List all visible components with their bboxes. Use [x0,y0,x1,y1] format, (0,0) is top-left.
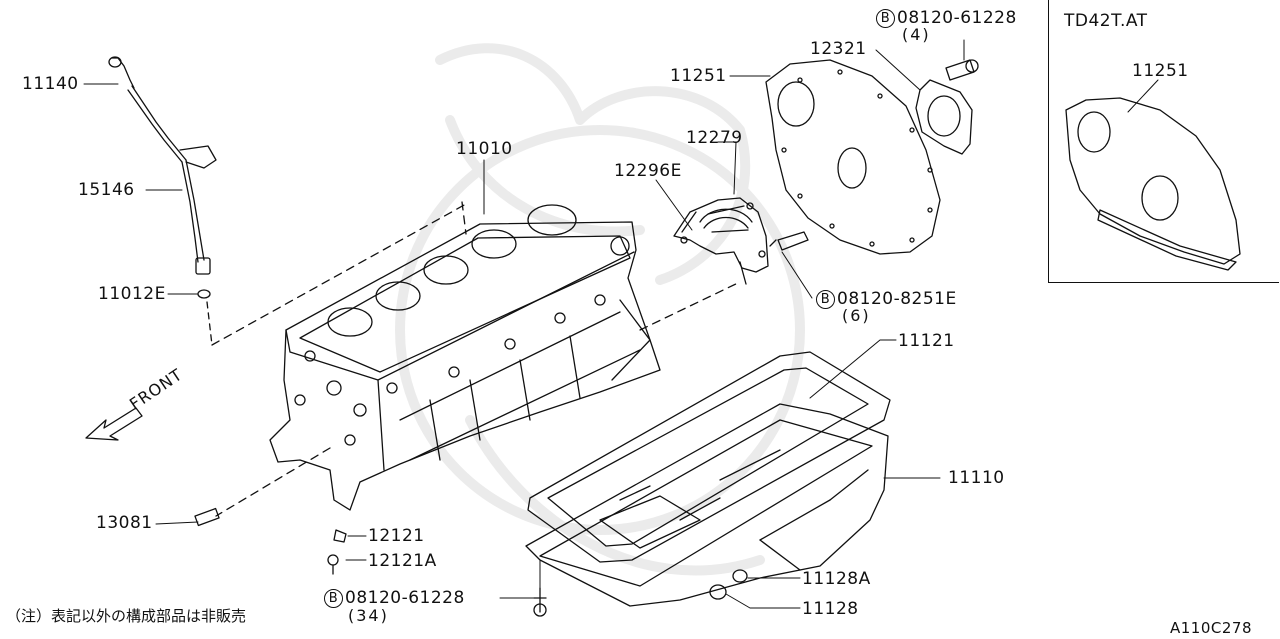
callout-12296e[interactable]: 12296E [614,161,682,181]
dipstick-assembly [108,56,217,346]
cover-plate [915,59,979,155]
callout-11128a[interactable]: 11128A [802,569,871,589]
leader-lines [83,39,1159,609]
bolt-symbol-icon: B [876,9,895,28]
diagram-code: A110C278 [1170,619,1252,637]
callout-11110[interactable]: 11110 [948,468,1005,488]
callout-11251[interactable]: 11251 [670,66,727,86]
callout-15146[interactable]: 15146 [78,180,135,200]
callout-08120-61228-top-number: 08120-61228 [897,8,1017,28]
callout-12321[interactable]: 12321 [810,39,867,59]
callout-11010[interactable]: 11010 [456,139,513,159]
rear-plate [765,59,941,255]
callout-12121a[interactable]: 12121A [368,551,437,571]
watermark-emblem [395,43,805,576]
callout-13081[interactable]: 13081 [96,513,153,533]
inset-panel-td42t-at [1048,0,1279,283]
front-arrow-icon [85,407,143,441]
callout-08120-8251e-qty: (6) [842,306,871,325]
bolt-symbol-icon: B [816,290,835,309]
callout-08120-61228-bottom-qty: (34) [348,606,389,625]
rear-oil-seal-retainer [673,197,809,285]
callout-11140[interactable]: 11140 [22,74,79,94]
footer-note: （注）表記以外の構成部品は非販売 [6,607,247,625]
callout-11128[interactable]: 11128 [802,599,859,619]
inset-title: TD42T.AT [1064,11,1148,31]
bolt-symbol-icon: B [324,589,343,608]
callout-11251-inset[interactable]: 11251 [1132,61,1189,81]
callout-08120-61228-top-qty: (4) [902,25,931,44]
callout-11121[interactable]: 11121 [898,331,955,351]
oil-pan [525,403,889,607]
callout-12121[interactable]: 12121 [368,526,425,546]
cylinder-block [211,201,741,517]
callout-11012e[interactable]: 11012E [98,284,166,304]
callout-12279[interactable]: 12279 [686,128,743,148]
callout-08120-61228-bottom-number: 08120-61228 [345,588,465,608]
callout-08120-8251e-number: 08120-8251E [837,289,957,309]
oil-pan-gasket [527,351,891,563]
inset-rear-plate [1065,97,1241,271]
